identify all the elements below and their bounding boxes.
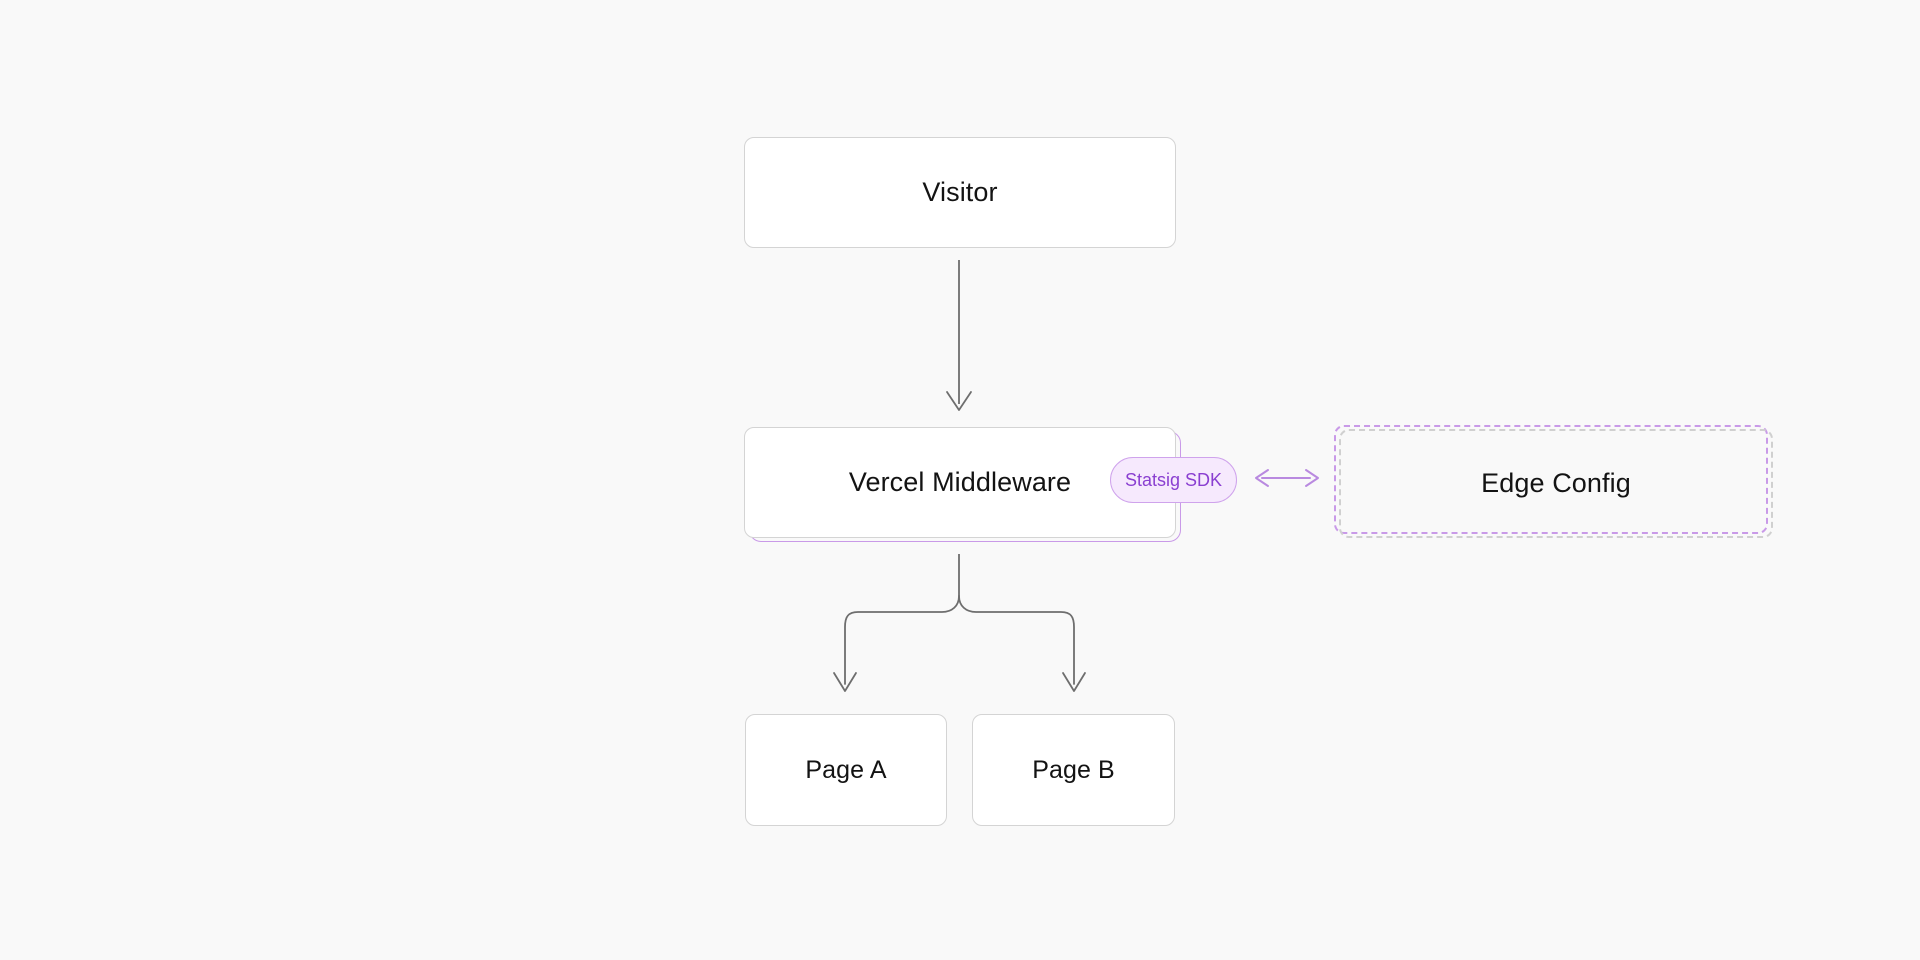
node-middleware-group: Vercel Middleware (744, 427, 1181, 542)
node-page-b-label: Page B (1032, 755, 1115, 784)
node-visitor[interactable]: Visitor (744, 137, 1176, 248)
badge-statsig-sdk[interactable]: Statsig SDK (1110, 457, 1237, 503)
node-page-a-label: Page A (805, 755, 887, 784)
node-edge-config[interactable]: Edge Config (1339, 429, 1773, 538)
node-visitor-label: Visitor (922, 177, 998, 207)
node-middleware-label: Vercel Middleware (848, 467, 1072, 497)
connector-middleware-to-edge-config (1255, 469, 1319, 487)
node-middleware[interactable]: Vercel Middleware (744, 427, 1176, 538)
node-edge-config-label: Edge Config (1481, 468, 1631, 498)
node-edge-config-highlight-border (1334, 425, 1768, 534)
connector-visitor-to-middleware (946, 260, 972, 411)
connector-middleware-branch (833, 554, 1086, 692)
node-page-a[interactable]: Page A (745, 714, 947, 826)
node-page-b[interactable]: Page B (972, 714, 1175, 826)
node-edge-config-group: Edge Config (1334, 425, 1773, 538)
badge-statsig-sdk-label: Statsig SDK (1124, 470, 1223, 490)
